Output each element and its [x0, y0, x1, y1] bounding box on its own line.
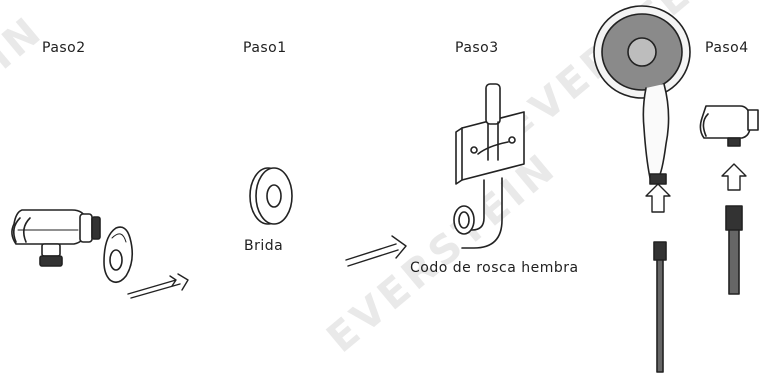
elbow-fitting-icon — [453, 83, 525, 249]
step2-label: Paso2 — [42, 40, 86, 56]
flange-icon — [249, 167, 293, 225]
rubber-washer-icon — [103, 226, 134, 284]
wall-holder-step2-icon — [11, 209, 101, 267]
step1-label: Paso1 — [243, 40, 287, 56]
arrow-up-hose-right-icon — [721, 163, 747, 191]
hose-right-icon — [725, 205, 743, 295]
arrow-up-hose-left-icon — [645, 183, 671, 213]
step3-label: Paso3 — [455, 40, 499, 56]
elbow-label: Codo de rosca hembra — [410, 260, 579, 276]
wall-holder-step4-icon — [699, 105, 759, 147]
flange-label: Brida — [244, 238, 284, 254]
shower-head-icon — [593, 5, 691, 185]
step4-label: Paso4 — [705, 40, 749, 56]
arrow-step2-to-step1-icon — [127, 273, 189, 299]
arrow-step1-to-step3-icon — [345, 235, 407, 267]
hose-left-icon — [653, 241, 667, 373]
